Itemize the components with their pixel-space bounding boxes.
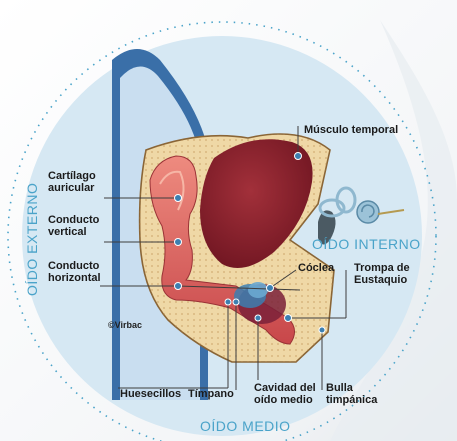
section-inner-ear: OÍDO INTERNO [312,236,421,252]
label-horizontal-canal: Conducto horizontal [48,260,101,284]
label-ossicles: Huesecillos [120,388,181,400]
label-vertical-canal: Conducto vertical [48,214,99,238]
label-eustachian-tube: Trompa de Eustaquio [354,262,410,286]
label-eardrum: Tímpano [188,388,234,400]
label-cartilage: Cartílago auricular [48,170,96,194]
label-temporal-muscle: Músculo temporal [304,124,398,136]
label-cochlea: Cóclea [298,262,334,274]
section-middle-ear: OÍDO MEDIO [200,418,291,434]
cochlea-shape [248,282,268,298]
label-middle-ear-cavity: Cavidad del oído medio [254,382,316,406]
copyright: ©Virbac [108,320,142,330]
label-tympanic-bulla: Bulla timpánica [326,382,377,406]
section-outer-ear: OÍDO EXTERNO [24,183,40,296]
